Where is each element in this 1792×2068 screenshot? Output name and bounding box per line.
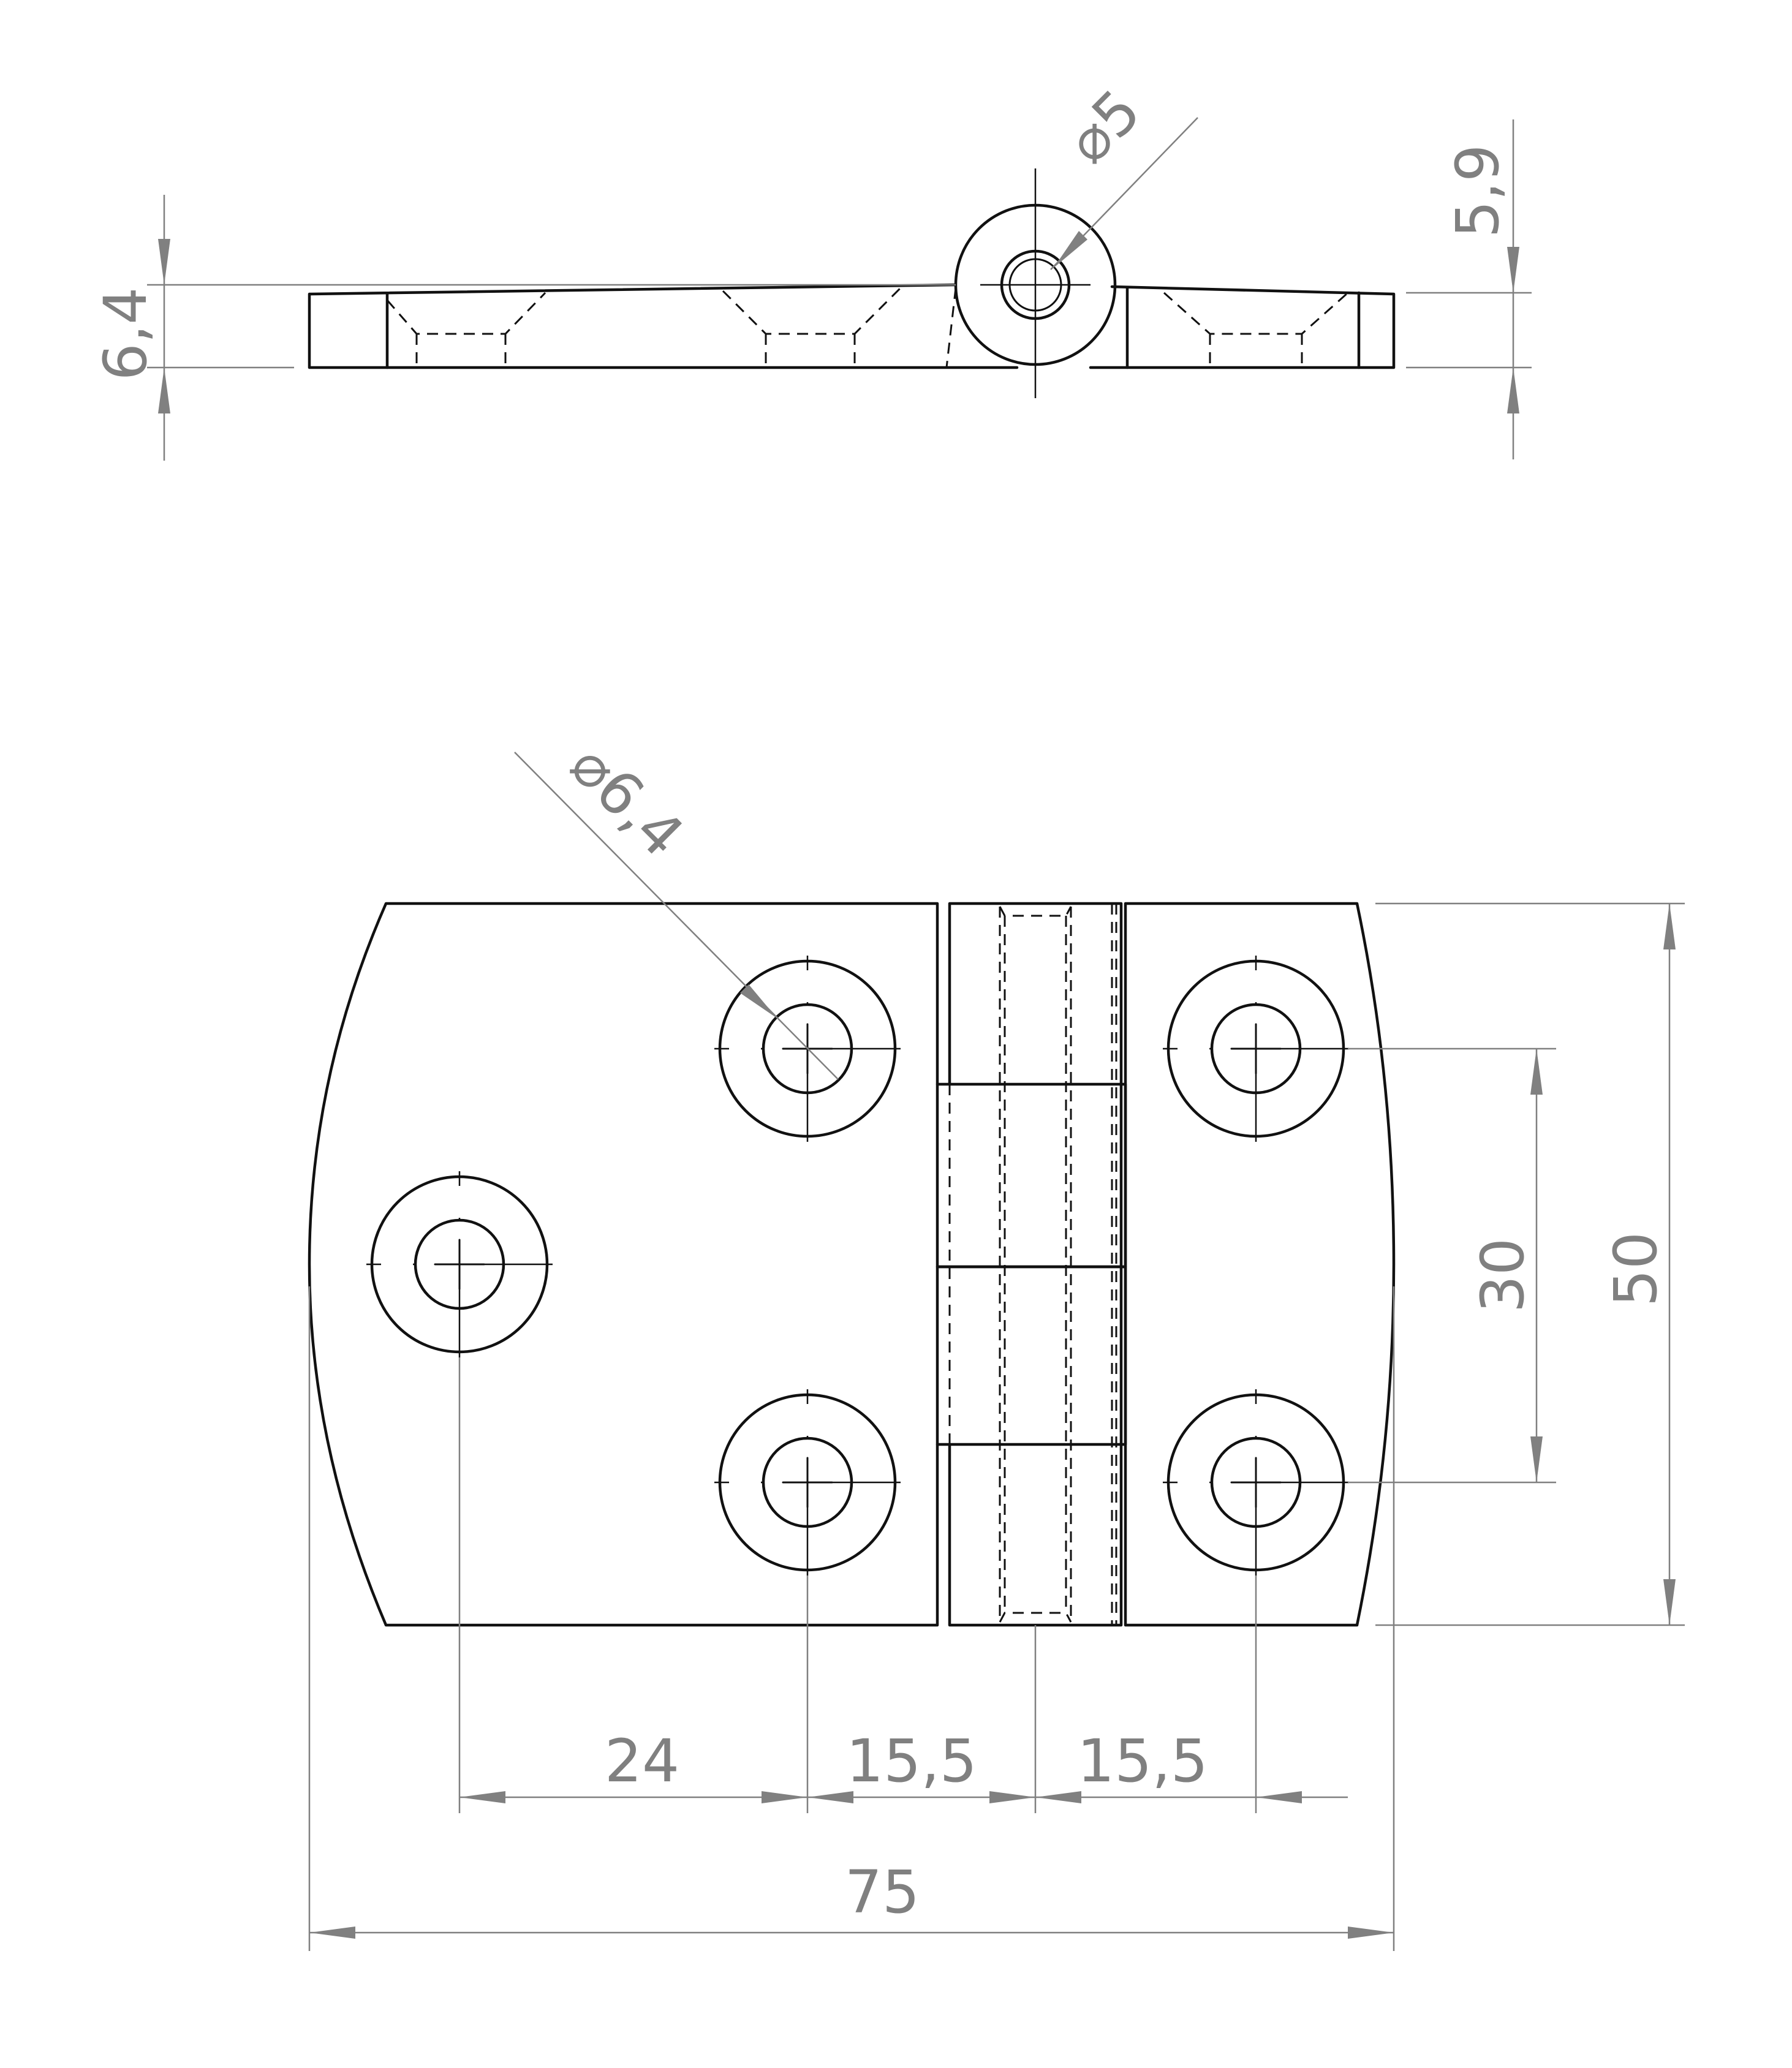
dim-overall-width: 75 (308, 1286, 1395, 1951)
dim-leaf-thickness: 5,9 (1406, 119, 1532, 459)
knuckle (948, 902, 1123, 1627)
side-left-leaf (308, 283, 1019, 369)
dim-hole-diameter-label: ⌀6,4 (557, 731, 697, 870)
hole-left (366, 1171, 553, 1357)
knuckle-segment-upper (936, 1082, 1127, 1269)
left-leaf (308, 902, 939, 1627)
dim-side-thickness: 6,4 (91, 195, 956, 461)
dim-hole-spacing-vertical: 30 (1348, 1047, 1556, 1484)
dim-offset-15-5-left-label: 15,5 (846, 1727, 977, 1795)
side-view (308, 168, 1396, 398)
dim-hole-spacing-vertical-label: 30 (1469, 1238, 1537, 1313)
dim-pin-diameter-label: ⌀5 (1054, 77, 1154, 176)
dim-horizontal-chain: 24 15,5 15,5 (458, 1357, 1348, 1813)
right-leaf (1124, 902, 1396, 1627)
side-right-leaf (1089, 285, 1396, 369)
dim-leaf-thickness-label: 5,9 (1443, 145, 1512, 238)
dim-hole-diameter: ⌀6,4 (514, 731, 839, 1080)
dim-side-thickness-label: 6,4 (91, 287, 160, 381)
knuckle-segment-lower (936, 1265, 1127, 1446)
hole-top-right (1163, 956, 1349, 1142)
dim-pin-diameter: ⌀5 (1050, 77, 1198, 270)
plan-view (308, 902, 1396, 1627)
hole-bottom-left (714, 1389, 901, 1576)
dim-overall-height: 50 (1375, 902, 1685, 1626)
dim-offset-15-5-right-label: 15,5 (1077, 1727, 1208, 1795)
hole-bottom-right (1163, 1389, 1349, 1576)
dim-overall-width-label: 75 (845, 1858, 920, 1926)
dim-overall-height-label: 50 (1601, 1232, 1670, 1307)
dim-offset-24-label: 24 (605, 1727, 679, 1795)
